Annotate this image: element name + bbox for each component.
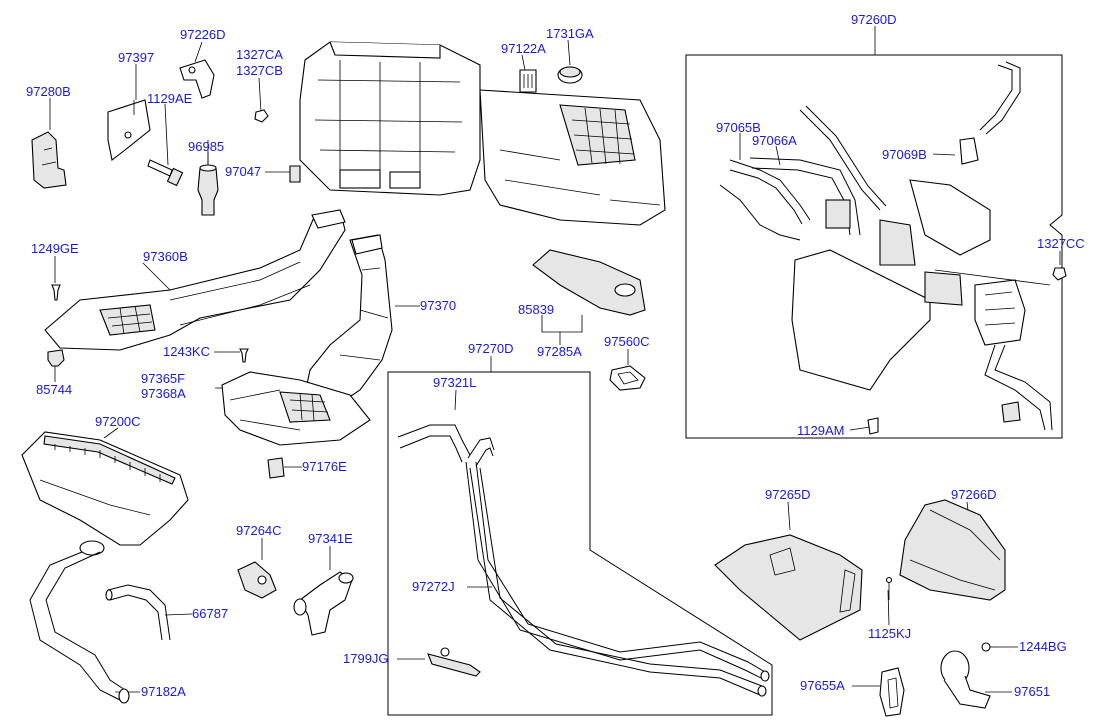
callout-1799jg[interactable]: 1799JG bbox=[343, 651, 389, 666]
callout-97368a[interactable]: 97368A bbox=[141, 386, 186, 401]
callout-1129am[interactable]: 1129AM bbox=[797, 423, 845, 438]
callout-97047[interactable]: 97047 bbox=[225, 164, 262, 179]
part-66787-hose bbox=[105, 584, 171, 641]
part-97360b-duct bbox=[44, 209, 346, 351]
part-1327cc-nut bbox=[1052, 267, 1067, 281]
callout-96985[interactable]: 96985 bbox=[188, 139, 225, 154]
callout-97397[interactable]: 97397 bbox=[118, 50, 155, 65]
callout-1125kj[interactable]: 1125KJ bbox=[868, 626, 912, 641]
callout-97272j[interactable]: 97272J bbox=[412, 579, 455, 594]
callout-97341e[interactable]: 97341E bbox=[308, 531, 353, 546]
callout-97560c[interactable]: 97560C bbox=[604, 334, 650, 349]
callout-97270d[interactable]: 97270D bbox=[468, 341, 514, 356]
callout-97285a[interactable]: 97285A bbox=[537, 344, 582, 359]
callout-97065b[interactable]: 97065B bbox=[716, 120, 761, 135]
part-97341e-connector bbox=[293, 571, 354, 636]
part-1327ca-nut bbox=[254, 109, 269, 123]
group-box-97270d bbox=[387, 371, 773, 716]
callout-1327cc[interactable]: 1327CC bbox=[1037, 236, 1085, 251]
callout-97182a[interactable]: 97182A bbox=[141, 684, 186, 699]
group-box-97260d bbox=[685, 54, 1063, 439]
part-97321l-hose bbox=[397, 424, 495, 467]
part-1243kc-screw bbox=[239, 348, 249, 363]
callout-97122a[interactable]: 97122A bbox=[501, 41, 546, 56]
part-97651-cover bbox=[940, 650, 991, 709]
part-97266d-cover bbox=[899, 499, 1006, 601]
part-85839-cover bbox=[532, 249, 646, 316]
callout-97266d[interactable]: 97266D bbox=[951, 487, 997, 502]
part-1249ge-screw bbox=[51, 284, 61, 301]
part-96985-sensor bbox=[197, 140, 219, 216]
part-1799jg-strap bbox=[427, 647, 481, 677]
part-hvac-housing bbox=[299, 41, 666, 226]
callout-1249ge[interactable]: 1249GE bbox=[31, 241, 79, 256]
callout-97321l[interactable]: 97321L bbox=[433, 375, 477, 390]
callout-85839[interactable]: 85839 bbox=[518, 302, 555, 317]
callout-97200c[interactable]: 97200C bbox=[95, 414, 141, 429]
part-97265d-cover bbox=[714, 534, 863, 641]
part-97280b-bracket bbox=[31, 131, 67, 189]
callout-97069b[interactable]: 97069B bbox=[882, 147, 927, 162]
callout-97176e[interactable]: 97176E bbox=[302, 459, 347, 474]
callout-97264c[interactable]: 97264C bbox=[236, 523, 282, 538]
part-97260d-assembly bbox=[719, 61, 1053, 431]
part-97176e-clip bbox=[267, 457, 285, 479]
callout-97260d[interactable]: 97260D bbox=[851, 12, 897, 27]
part-97047-clip bbox=[289, 165, 301, 183]
callout-97651[interactable]: 97651 bbox=[1014, 684, 1051, 699]
part-1129ae-bolt bbox=[147, 159, 184, 187]
callout-85744[interactable]: 85744 bbox=[36, 382, 73, 397]
callout-1327cb[interactable]: 1327CB bbox=[236, 63, 283, 78]
part-97365f-duct bbox=[221, 371, 371, 446]
part-97200c-duct bbox=[21, 431, 189, 546]
part-1125kj-screw bbox=[885, 576, 893, 600]
callout-66787[interactable]: 66787 bbox=[192, 606, 229, 621]
part-85744-clip bbox=[47, 349, 65, 367]
callout-1243kc[interactable]: 1243KC bbox=[163, 344, 210, 359]
callout-97365f[interactable]: 97365F bbox=[141, 371, 186, 386]
part-97655a-grommet bbox=[879, 667, 905, 717]
callout-97066a[interactable]: 97066A bbox=[752, 133, 797, 148]
callout-97360b[interactable]: 97360B bbox=[143, 249, 188, 264]
callout-1129ae[interactable]: 1129AE bbox=[147, 91, 193, 106]
callout-97370[interactable]: 97370 bbox=[420, 298, 457, 313]
part-1129am-bolt bbox=[867, 417, 879, 435]
callout-97226d[interactable]: 97226D bbox=[180, 27, 226, 42]
callout-1731ga[interactable]: 1731GA bbox=[546, 26, 594, 41]
part-97182a-hose bbox=[29, 540, 130, 704]
part-97560c-gasket bbox=[609, 365, 646, 391]
callout-1327ca[interactable]: 1327CA bbox=[236, 47, 283, 62]
callout-97655a[interactable]: 97655A bbox=[800, 678, 845, 693]
part-97272j-hose bbox=[465, 461, 770, 697]
part-1244bg-screw bbox=[981, 642, 998, 652]
callout-1244bg[interactable]: 1244BG bbox=[1019, 639, 1067, 654]
callout-97265d[interactable]: 97265D bbox=[765, 487, 811, 502]
part-97397-sensor-bracket bbox=[107, 99, 151, 161]
part-97226d-clip bbox=[179, 59, 215, 99]
callout-97280b[interactable]: 97280B bbox=[26, 84, 71, 99]
part-97264c-valve bbox=[237, 561, 277, 599]
